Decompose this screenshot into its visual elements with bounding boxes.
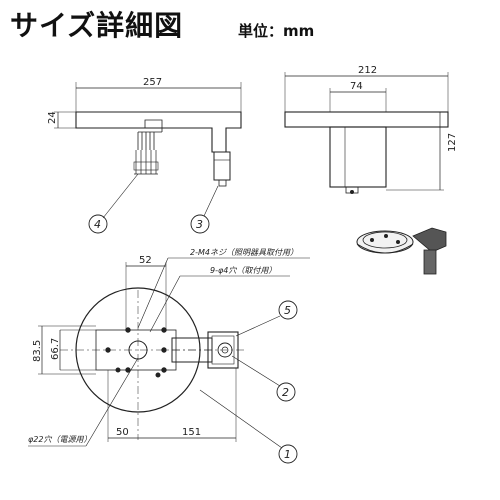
dim-top-h1: 83.5 — [32, 340, 43, 362]
dim-bottom-right: 151 — [182, 427, 201, 438]
front-view: 212 74 127 — [284, 65, 458, 194]
svg-text:1: 1 — [284, 448, 291, 461]
callout-4: 4 — [88, 173, 139, 234]
dim-front-height: 127 — [447, 133, 458, 152]
side-view: 257 24 — [47, 77, 242, 187]
perspective-thumbnail — [356, 227, 447, 275]
svg-text:2: 2 — [282, 386, 289, 399]
dim-top-spacing: 52 — [139, 255, 152, 266]
svg-text:4: 4 — [94, 218, 101, 231]
dim-side-height: 24 — [47, 111, 58, 124]
dim-front-inner: 74 — [350, 81, 363, 92]
note-hole22: φ22穴（電源用） — [28, 435, 91, 444]
top-view: 52 83.5 66.7 50 151 — [28, 255, 310, 447]
note-holes: 9-φ4穴（取付用） — [210, 266, 276, 275]
callout-3: 3 — [190, 185, 219, 234]
dim-front-width: 212 — [358, 65, 377, 76]
svg-text:5: 5 — [284, 304, 291, 317]
svg-text:3: 3 — [196, 218, 203, 231]
dim-side-width: 257 — [143, 77, 162, 88]
dim-bottom-left: 50 — [116, 427, 129, 438]
unit-label: 単位：mm — [238, 22, 315, 40]
callout-2: 2 — [231, 355, 296, 402]
callout-1: 1 — [199, 389, 298, 464]
note-screw: 2-M4ネジ（照明器具取付用） — [190, 248, 298, 257]
dim-top-h2: 66.7 — [50, 338, 61, 360]
callout-5: 5 — [235, 300, 298, 337]
page-title: サイズ詳細図 — [10, 9, 184, 42]
